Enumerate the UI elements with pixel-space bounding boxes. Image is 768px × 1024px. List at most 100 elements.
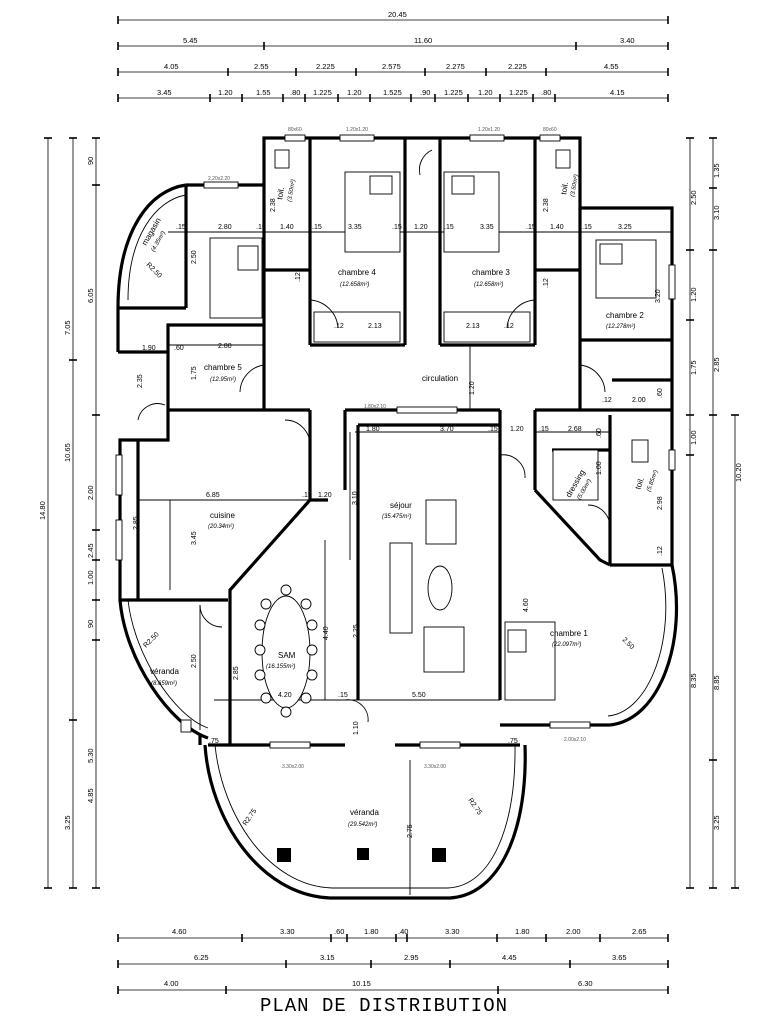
room-toilet-left: toil.: [275, 187, 286, 201]
room-chambre-5-area: (12.95m²): [210, 377, 236, 383]
idim-f6: 4.20: [278, 692, 292, 699]
idim-d7: .60: [596, 428, 603, 438]
dim-top-r3-7: 4.55: [604, 62, 619, 71]
plan-title: PLAN DE DISTRIBUTION: [259, 995, 509, 1017]
dim-top-r4-1: 3.45: [157, 88, 172, 97]
dim-top-r3-5: 2.275: [446, 62, 465, 71]
idim-g9: .12: [543, 278, 550, 288]
opening-7: 3.30x2.00: [424, 764, 446, 770]
coffee-table: [427, 565, 453, 611]
dim-left-m2: 10.65: [63, 443, 72, 462]
idim-b1: 2.13: [368, 323, 382, 330]
sofa-bottom: [423, 626, 465, 673]
idim-f2: 2.85: [233, 666, 240, 680]
radius-1: R2.50: [145, 261, 163, 279]
dim-top-r4-4: .80: [290, 88, 300, 97]
idim-g10: 2.75: [407, 824, 414, 838]
dim-top-r3-1: 4.05: [164, 62, 179, 71]
idim-f8: 5.50: [412, 692, 426, 699]
room-chambre-1: chambre 1: [550, 629, 588, 638]
planter-3: [432, 848, 446, 862]
idim-f11: 1.10: [353, 721, 360, 735]
idim-g3: 2.50: [191, 250, 198, 264]
dim-right-m2: 3.10: [712, 205, 721, 220]
room-toilet-right-area: (5.85m²): [646, 469, 659, 492]
dim-top-r4-11: 1.225: [509, 88, 528, 97]
dim-bot-r1-7: 1.80: [515, 927, 530, 936]
dim-top-r4-7: 1.525: [383, 88, 402, 97]
room-chambre-3: chambre 3: [472, 268, 510, 277]
dim-bot-r2-2: 3.15: [320, 953, 335, 962]
dim-right-i5: 8.35: [689, 673, 698, 688]
sofa-top: [425, 499, 457, 545]
room-chambre-2-area: (12.278m²): [606, 324, 635, 330]
dim-left-i4: 2.45: [86, 543, 95, 558]
idim-a2: 2.80: [218, 224, 232, 231]
dim-bot-r1-8: 2.00: [566, 927, 581, 936]
idim-g11: 1.20: [469, 381, 476, 395]
idim-f4: 2.25: [353, 624, 360, 638]
windows: [115, 134, 676, 749]
room-chambre-3-area: (12.658m²): [474, 282, 503, 288]
idim-b3: 2.13: [466, 323, 480, 330]
dim-right-m3: 2.85: [712, 357, 721, 372]
room-toilet-mid-area: (3.50m²): [570, 174, 580, 197]
dim-right-m4: 8.85: [712, 675, 721, 690]
dim-bot-r3-3: 6.30: [578, 979, 593, 988]
opening-8: 1.80x2.10: [364, 404, 386, 410]
dim-bot-r1-1: 4.60: [172, 927, 187, 936]
left-dimensions: 14.80 7.05 10.65 3.25 90 6.05 2.00 2.45 …: [38, 137, 100, 889]
radius-5: 2.50: [621, 636, 636, 651]
room-sam-area: (16.155m²): [266, 664, 295, 670]
dim-top-r3-6: 2.225: [508, 62, 527, 71]
idim-e2: .15: [302, 492, 312, 499]
planter-2: [357, 848, 369, 860]
dim-left-i1: 90: [86, 157, 95, 165]
internal-dimension-lines: [138, 231, 672, 895]
dim-bot-r1-9: 2.65: [632, 927, 647, 936]
dim-right-i4: 1.00: [689, 430, 698, 445]
room-toilet-mid: toil.: [559, 182, 570, 196]
radius-3: R2.75: [242, 808, 259, 827]
idim-d1: 1.80: [366, 426, 380, 433]
dim-bot-r3-1: 4.00: [164, 979, 179, 988]
dim-right-i3: 1.75: [689, 360, 698, 375]
dim-bot-r1-3: .60: [334, 927, 344, 936]
idim-f5: 4.60: [523, 598, 530, 612]
idim-c5: 1.75: [191, 366, 198, 380]
idim-c4: 2.35: [137, 374, 144, 388]
idim-a8: 1.20: [414, 224, 428, 231]
dim-top-r4-3: 1.55: [256, 88, 271, 97]
dim-top-r4-12: .80: [541, 88, 551, 97]
opening-5: 2.20x2.20: [208, 176, 230, 182]
dim-top-total: 20.45: [388, 10, 407, 19]
dim-left-total: 14.80: [38, 501, 47, 520]
dim-left-i6: 90: [86, 620, 95, 628]
dim-left-m3: 3.25: [63, 815, 72, 830]
curved-walls: [116, 183, 679, 900]
dim-right-i1: 2.50: [689, 190, 698, 205]
room-chambre-4-area: (12.658m²): [340, 282, 369, 288]
dim-right-m1: 1.35: [712, 163, 721, 178]
room-sejour-area: (35.475m²): [382, 514, 411, 520]
dim-bot-r2-4: 4.45: [502, 953, 517, 962]
dim-top-r4-10: 1.20: [478, 88, 493, 97]
dim-bot-r1-6: 3.30: [445, 927, 460, 936]
idim-c3: .60: [174, 345, 184, 352]
dim-left-i2: 6.05: [86, 288, 95, 303]
idim-g8: .12: [602, 397, 612, 404]
idim-g6: 2.00: [632, 397, 646, 404]
idim-g7: .60: [657, 388, 664, 398]
room-chambre-4: chambre 4: [338, 268, 376, 277]
doors: [137, 149, 611, 723]
idim-a1: .15: [176, 224, 186, 231]
opening-2: 1.20x1.20: [346, 127, 368, 133]
idim-c1: 2.80: [218, 343, 232, 350]
idim-d2: 3.70: [440, 426, 454, 433]
planter-1: [277, 848, 291, 862]
idim-e4: 3.10: [352, 491, 359, 505]
room-veranda-bottom-area: (29.542m²): [348, 822, 377, 828]
internal-dimensions: .15 2.80 .15 1.40 .15 3.35 .15 1.20 .15 …: [133, 127, 664, 838]
dim-left-i8: 4.85: [86, 788, 95, 803]
